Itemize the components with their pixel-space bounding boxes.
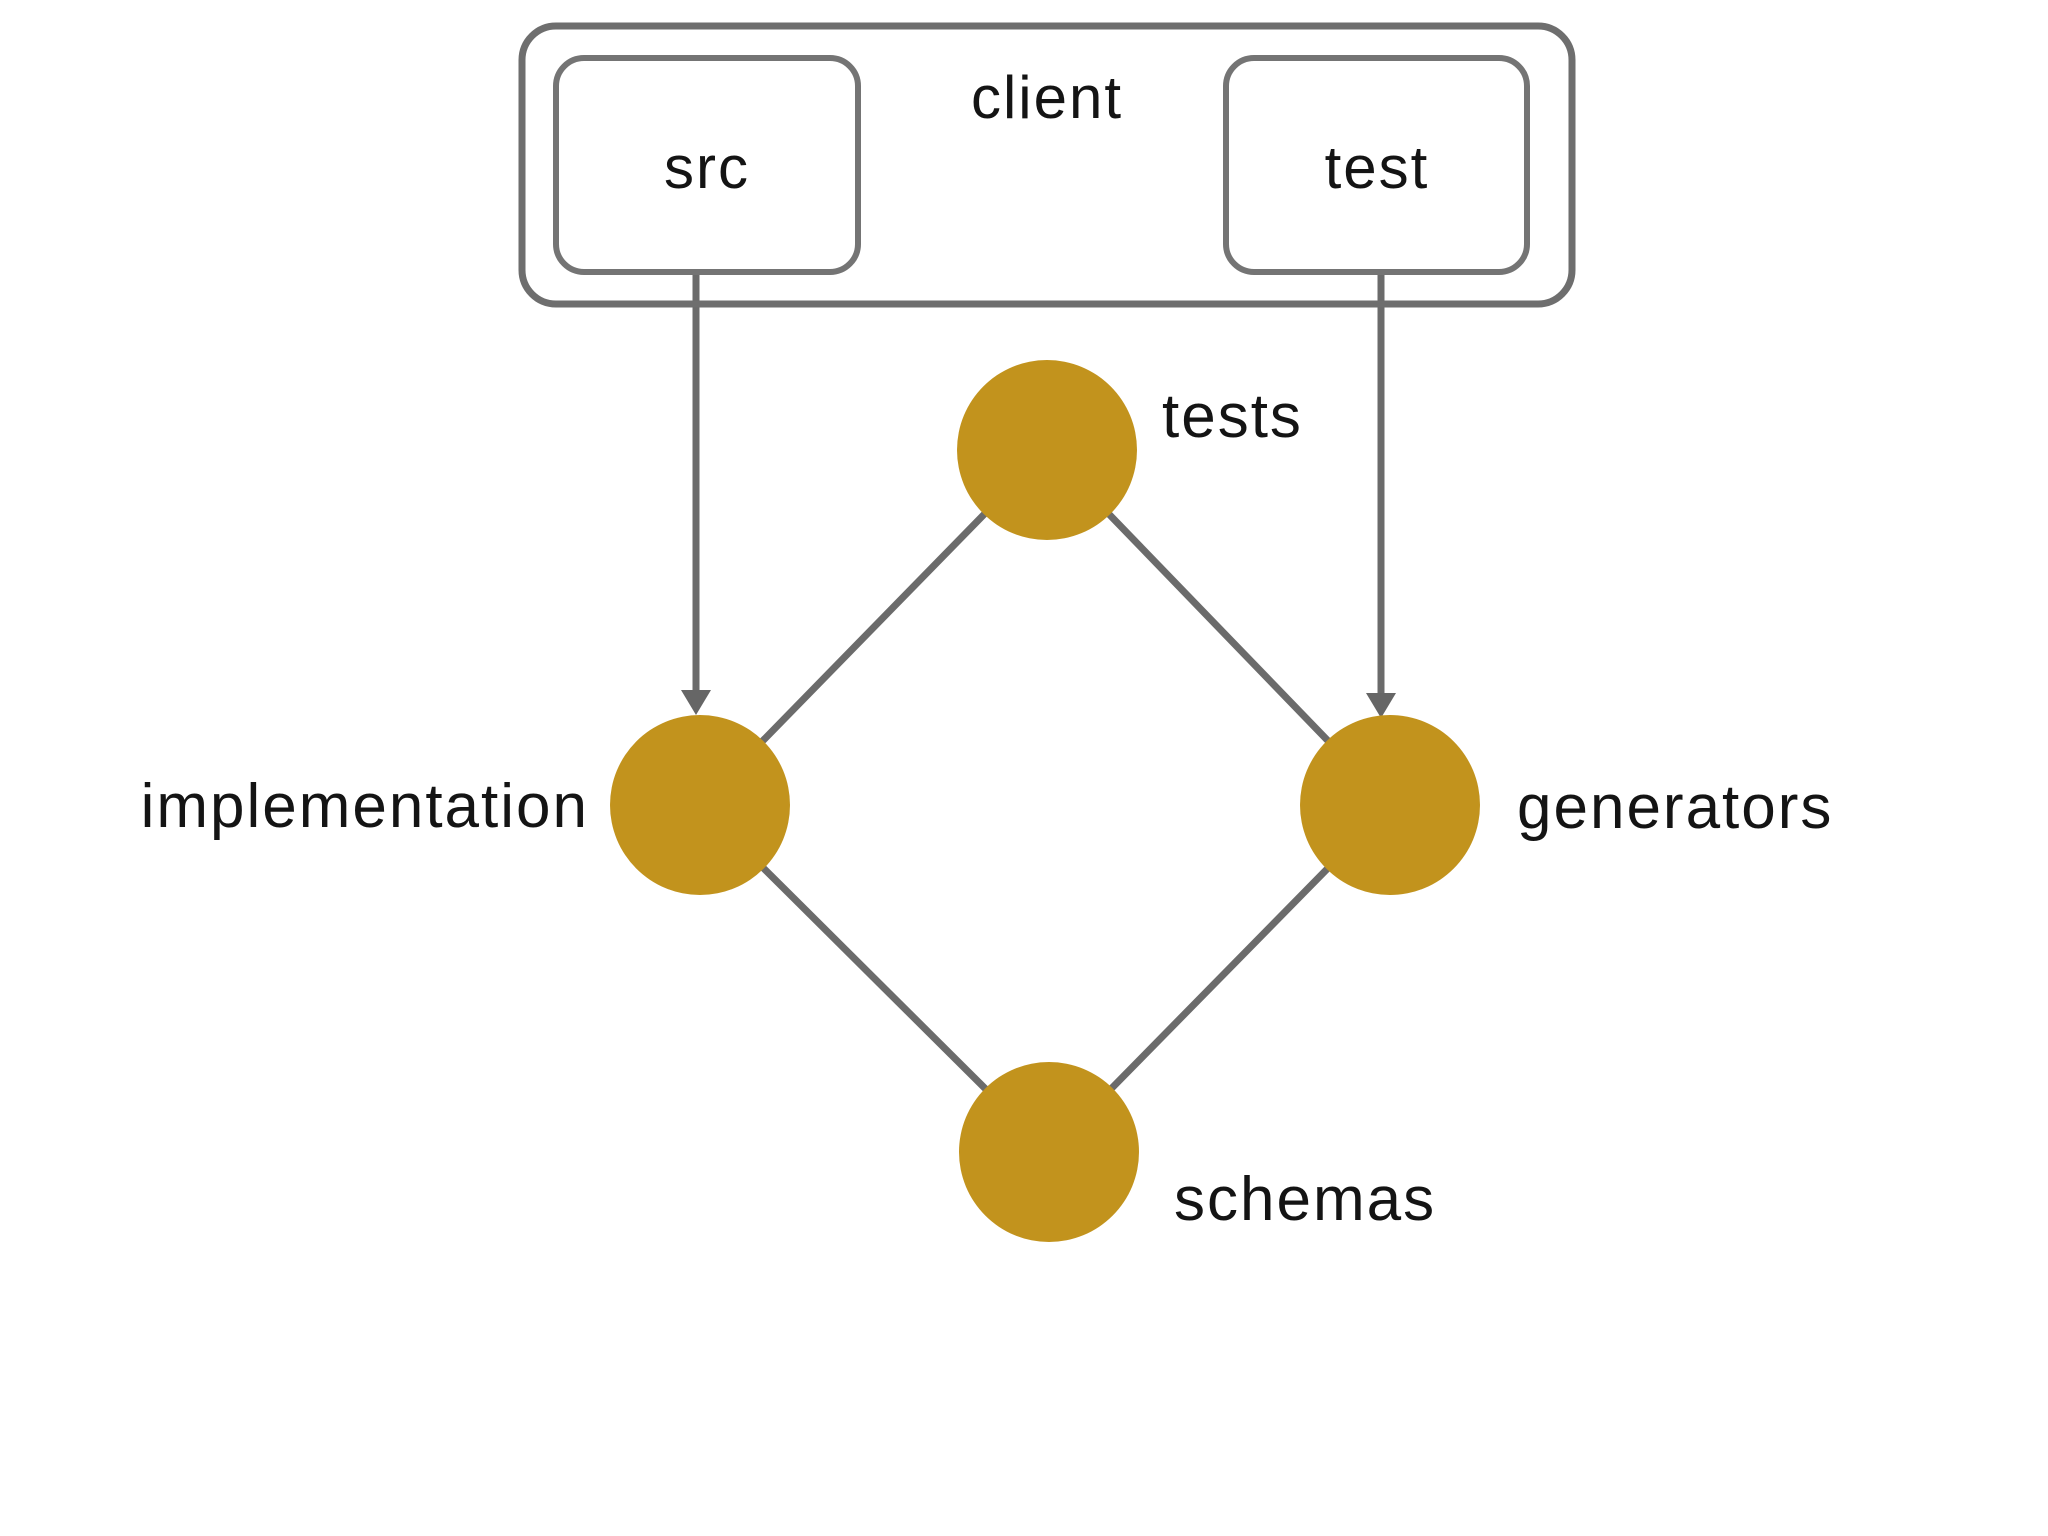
client-label: client bbox=[971, 64, 1123, 131]
client-group-box bbox=[518, 22, 1576, 308]
test-box bbox=[1223, 55, 1530, 275]
arrowhead-test-generators bbox=[1366, 693, 1396, 718]
test-label: test bbox=[1325, 134, 1430, 201]
src-label: src bbox=[664, 134, 750, 201]
arrowhead-src-implementation bbox=[681, 690, 711, 715]
node-implementation bbox=[610, 715, 790, 895]
node-label-schemas: schemas bbox=[1174, 1165, 1436, 1234]
node-label-generators: generators bbox=[1517, 773, 1833, 842]
node-generators bbox=[1300, 715, 1480, 895]
node-schemas bbox=[959, 1062, 1139, 1242]
node-label-implementation: implementation bbox=[141, 772, 589, 841]
node-tests bbox=[957, 360, 1137, 540]
src-box bbox=[553, 55, 861, 275]
node-label-tests: tests bbox=[1162, 382, 1303, 451]
